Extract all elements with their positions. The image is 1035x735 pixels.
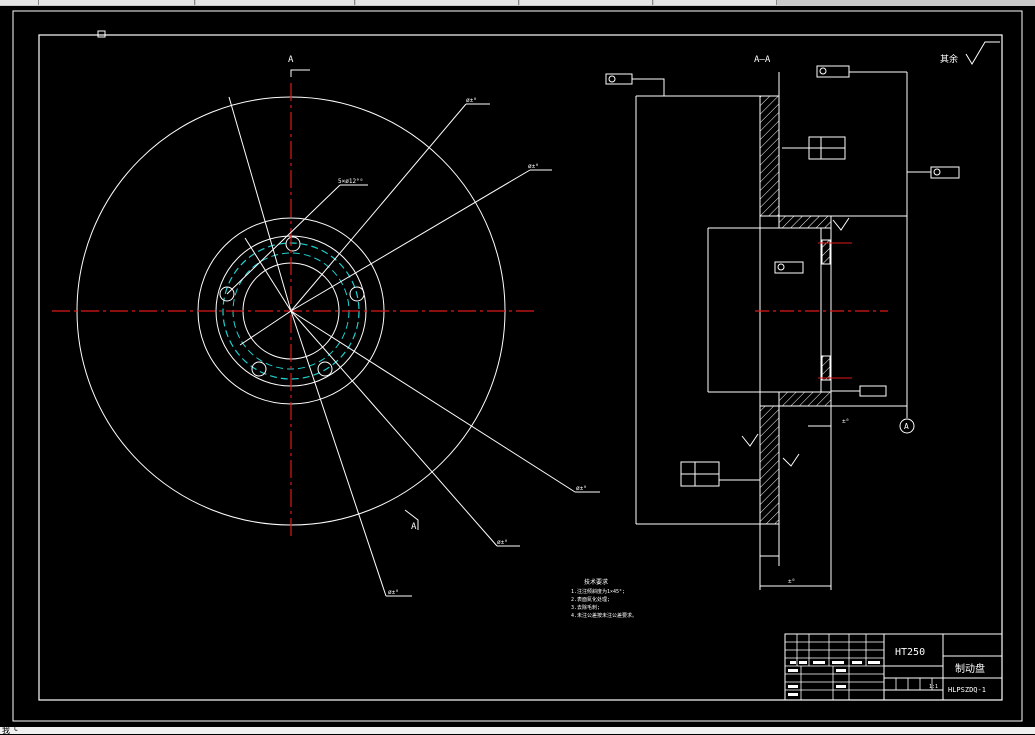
leader-line <box>226 184 341 295</box>
section-view-title: A—A <box>754 55 771 65</box>
command-line-text: 我 ╰ <box>2 726 18 735</box>
leader-line <box>290 169 531 312</box>
toolbar-tab[interactable] <box>196 0 355 5</box>
hub-wall <box>820 227 832 393</box>
material-label: HT250 <box>895 647 925 658</box>
hub-hole-section <box>821 239 831 265</box>
leader-line <box>290 103 467 312</box>
roughness-symbol-icon <box>832 217 850 231</box>
dimension-text: ø±⁰ <box>497 539 508 546</box>
bolt-hole <box>317 361 333 377</box>
part-name: 制动盘 <box>955 662 985 675</box>
bolt-hole <box>251 361 267 377</box>
dimension-text: ±⁰ <box>788 578 795 585</box>
tech-line: 2.表面氮化处理; <box>571 596 610 603</box>
title-block-labels <box>788 661 880 696</box>
bolt-hole <box>349 286 365 302</box>
hub-flange-lower <box>778 391 832 407</box>
tech-line: 3.去除毛刺; <box>571 604 600 611</box>
tolerance-frame <box>859 385 887 397</box>
toolbar-tab[interactable] <box>0 0 39 5</box>
roughness-symbol-icon <box>782 453 800 467</box>
disc-section-lower <box>759 405 780 525</box>
bolt-hole <box>285 236 301 252</box>
tolerance-frame <box>605 73 633 85</box>
leader-line <box>228 96 292 312</box>
section-view: A—A <box>605 41 1000 590</box>
toolbar-tab[interactable] <box>39 0 195 5</box>
sheet-inner-frame <box>38 34 1003 701</box>
cad-toolbar-strip <box>0 0 1035 6</box>
surface-note: 其余 <box>940 53 958 65</box>
toolbar-tab[interactable] <box>520 0 653 5</box>
scale-label: 1:1 <box>929 684 938 690</box>
drawing-canvas[interactable]: A A ø±⁰ 5×ø12°⁰ ø±⁰ ø±⁰ ø±⁰ ø±⁰ A—A <box>0 6 1035 727</box>
roughness-symbol-icon <box>965 41 1000 65</box>
runout-icon <box>819 67 827 75</box>
sheet-outer-frame <box>12 10 1023 722</box>
title-block-grid <box>785 634 933 700</box>
section-label-bottom: A <box>411 522 417 532</box>
hub-flange-upper <box>778 215 832 229</box>
bolt-hole <box>219 286 235 302</box>
dimension-text: 5×ø12°⁰ <box>338 178 363 185</box>
disc-section-upper <box>759 95 780 217</box>
tech-requirements: 技术要求 1.注注倾斜度为1×45°; 2.表面氮化处理; 3.去除毛刺; 4.… <box>571 578 637 619</box>
grip-icon[interactable] <box>97 30 106 38</box>
toolbar-tab[interactable] <box>654 0 777 5</box>
hub-hole-section <box>821 355 831 381</box>
tech-line: 4.未注公差按未注公差要求。 <box>571 612 637 619</box>
leader-line <box>632 78 665 96</box>
tech-line: 1.注注倾斜度为1×45°; <box>571 588 625 595</box>
leader-line <box>239 310 292 346</box>
circularity-icon <box>608 75 616 83</box>
tolerance-frame <box>774 261 804 274</box>
datum-symbol <box>899 418 915 434</box>
tolerance-frame <box>930 166 960 179</box>
circularity-icon <box>933 168 941 176</box>
leader-line <box>290 310 576 493</box>
dimension-text: ±⁰ <box>842 418 849 425</box>
section-arrow-top <box>290 69 310 77</box>
tech-heading: 技术要求 <box>584 578 608 586</box>
toolbar-tab[interactable] <box>356 0 519 5</box>
dimension-text: ø±⁰ <box>576 485 587 492</box>
command-line[interactable]: 我 ╰ <box>0 726 1035 735</box>
dimension-text: ø±⁰ <box>528 163 539 170</box>
roughness-symbol-icon <box>741 433 759 447</box>
concentricity-icon <box>777 263 785 271</box>
front-view: A A ø±⁰ 5×ø12°⁰ ø±⁰ ø±⁰ ø±⁰ ø±⁰ <box>52 55 600 597</box>
datum-label: A <box>904 422 909 431</box>
dimension-text: ø±⁰ <box>466 97 477 104</box>
leader-line <box>244 237 292 312</box>
title-block-frame <box>784 633 1003 701</box>
leader-line <box>290 310 498 547</box>
drawing-svg: A A ø±⁰ 5×ø12°⁰ ø±⁰ ø±⁰ ø±⁰ ø±⁰ A—A <box>12 10 1023 722</box>
leader-line <box>290 310 387 597</box>
tolerance-frame <box>816 65 850 78</box>
title-block: HT250 制动盘 HLPSZDQ-1 1:1 <box>784 633 1003 701</box>
dimension-text: ø±⁰ <box>388 589 399 596</box>
section-arrow-bottom <box>404 509 419 530</box>
drawing-number: HLPSZDQ-1 <box>948 686 986 694</box>
section-label-top: A <box>288 55 294 65</box>
